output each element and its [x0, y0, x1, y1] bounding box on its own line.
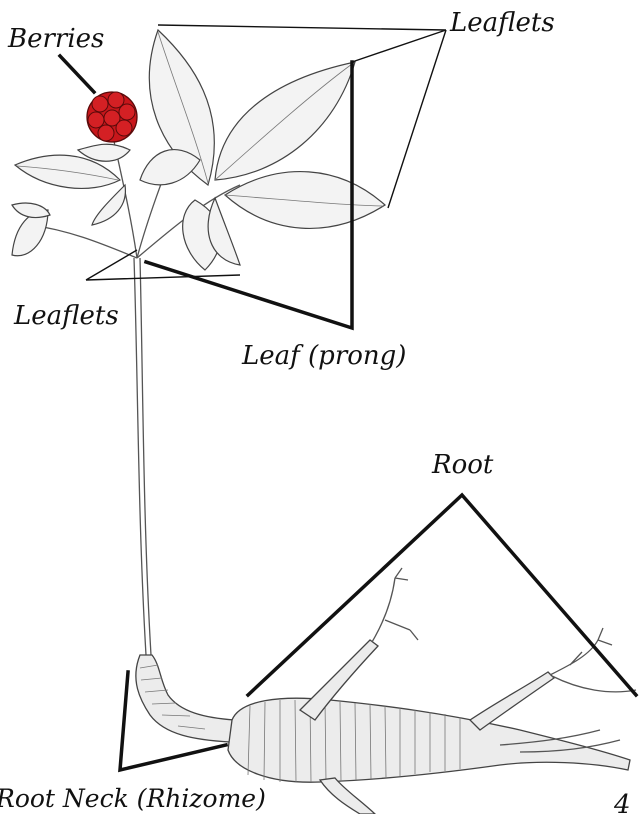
main-stem [134, 258, 151, 655]
leaf-prong-upper-right [149, 30, 385, 270]
label-root-neck: Root Neck (Rhizome) [0, 786, 266, 811]
label-leaf-prong: Leaf (prong) [242, 343, 406, 369]
label-berries: Berries [8, 26, 104, 52]
taproot [228, 568, 636, 814]
label-root: Root [432, 452, 493, 478]
label-leaflets-left: Leaflets [14, 303, 119, 329]
leaf-prong-left [12, 144, 200, 256]
rhizome [136, 655, 235, 742]
berries-cluster [87, 92, 137, 142]
pointer-berries [60, 56, 94, 92]
page-number: 4 [614, 792, 631, 814]
label-leaflets-top: Leaflets [450, 10, 555, 36]
root-hair-upper [372, 568, 418, 642]
petiole-left [30, 225, 137, 258]
pointer-root [248, 495, 636, 695]
